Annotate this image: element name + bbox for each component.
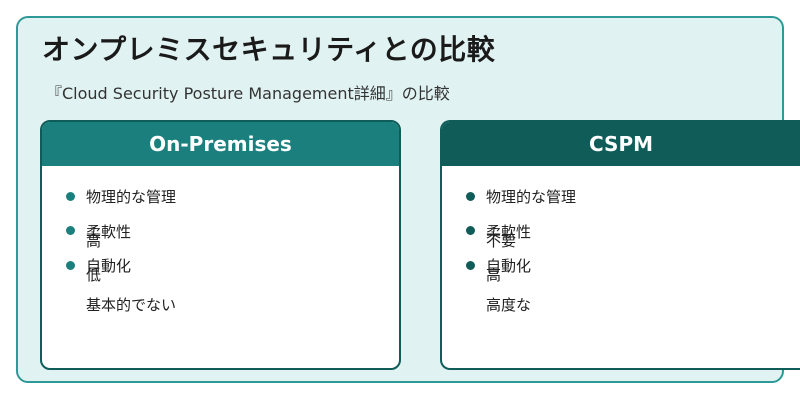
overlap-value: 高 (486, 266, 502, 284)
extra-text: 基本的でない (86, 296, 177, 314)
bullet-icon (66, 226, 75, 235)
on-premises-panel: On-Premises 物理的な管理 柔軟性 高 自動化 低 基本的でない (40, 120, 401, 370)
list-item: 物理的な管理 (486, 188, 577, 206)
extra-text: 高度な (486, 296, 532, 314)
list-item: 自動化 高 (486, 257, 532, 284)
cspm-panel: CSPM 物理的な管理 柔軟性 不要 自動化 高 高度な (440, 120, 800, 370)
list-item: 自動化 低 (86, 257, 132, 284)
overlap-value: 高 (86, 232, 102, 250)
list-item: 物理的な管理 (86, 188, 177, 206)
bullet-icon (466, 226, 475, 235)
overlap-value: 不要 (486, 232, 517, 250)
bullet-icon (466, 261, 475, 270)
page-subtitle: 『Cloud Security Posture Management詳細』の比較 (46, 84, 450, 103)
on-premises-header: On-Premises (42, 122, 399, 166)
page-title: オンプレミスセキュリティとの比較 (42, 33, 496, 66)
overlap-value: 低 (86, 266, 102, 284)
list-item: 柔軟性 高 (86, 223, 132, 250)
bullet-icon (466, 192, 475, 201)
bullet-icon (66, 192, 75, 201)
cspm-header: CSPM (442, 122, 800, 166)
list-item: 柔軟性 不要 (486, 223, 532, 250)
bullet-icon (66, 261, 75, 270)
